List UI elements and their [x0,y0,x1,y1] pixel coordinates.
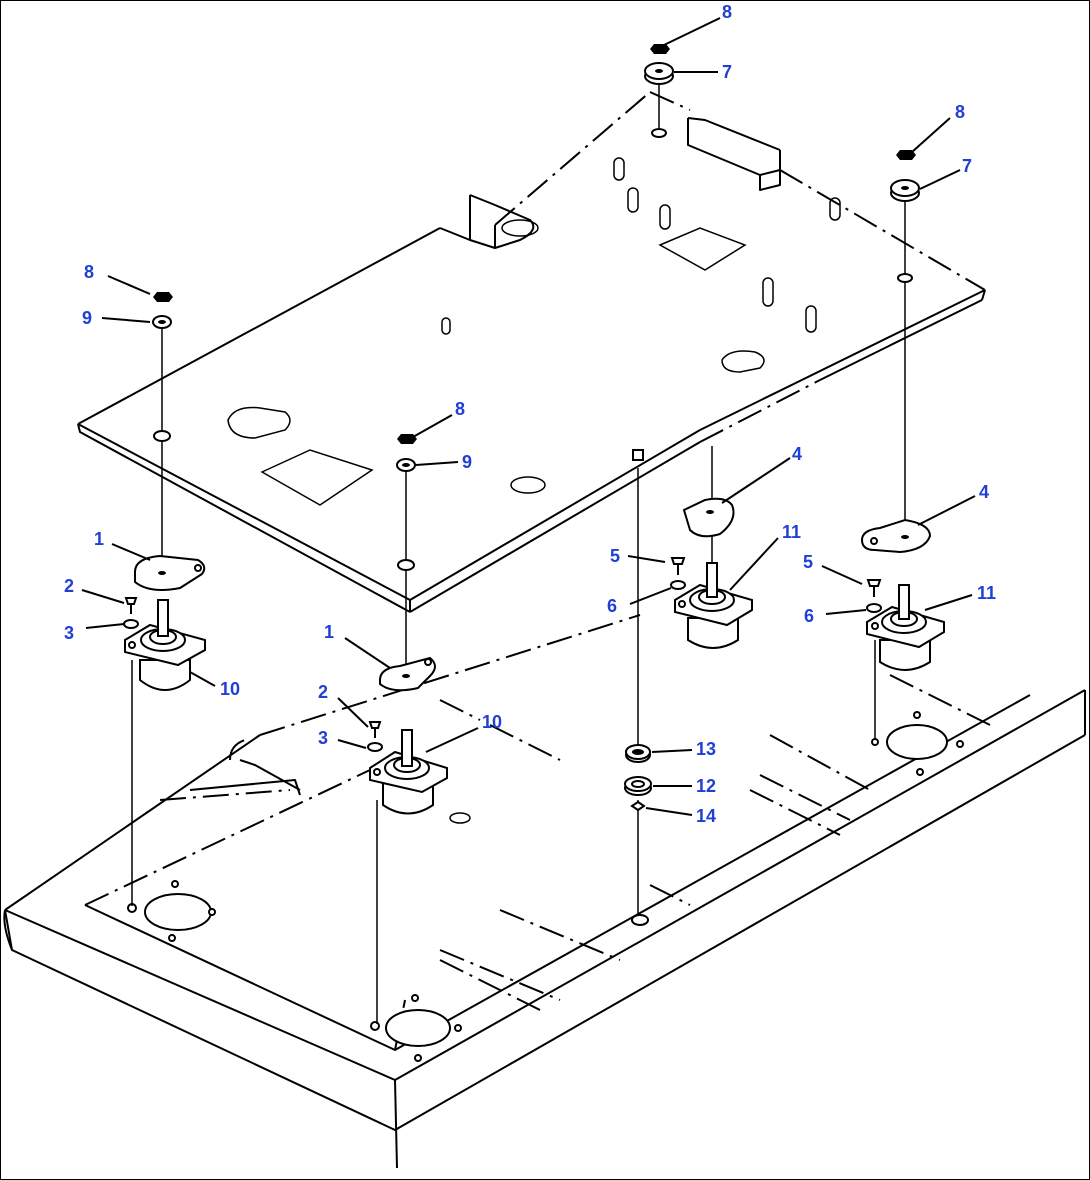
mount-11-right [866,584,945,671]
callout-5: 5 [610,546,620,566]
base-frame [3,614,1086,1169]
callout-2: 2 [64,576,74,596]
callout-10: 10 [482,712,502,732]
callout-14: 14 [696,806,716,826]
mount-10-left [124,599,206,691]
nut-icon [650,44,670,54]
nut-icon [153,292,173,302]
callout-3: 3 [318,728,328,748]
callout-6: 6 [804,606,814,626]
nut-icon [397,434,417,444]
mount-11-center [674,562,753,649]
assembly-center-lines [131,82,906,1024]
callout-1: 1 [324,622,334,642]
callout-7: 7 [722,62,732,82]
callout-8: 8 [722,2,732,22]
floor-plate [77,91,986,613]
callout-6: 6 [607,596,617,616]
callout-8: 8 [84,262,94,282]
callout-9: 9 [462,452,472,472]
nut-icon [896,150,916,160]
callout-1: 1 [94,529,104,549]
callout-4: 4 [792,444,802,464]
callout-7: 7 [962,156,972,176]
callout-4: 4 [979,482,989,502]
callout-3: 3 [64,623,74,643]
callout-2: 2 [318,682,328,702]
callout-10: 10 [220,679,240,699]
callout-5: 5 [803,552,813,572]
callout-8: 8 [955,102,965,122]
leader-lines [81,17,976,816]
hardware [123,44,945,815]
callout-9: 9 [82,308,92,328]
callout-11: 11 [782,522,801,542]
callout-labels: 8 7 8 7 8 9 8 9 4 4 1 2 3 10 5 6 11 5 6 … [64,2,996,826]
callout-11: 11 [977,583,996,603]
callout-13: 13 [696,739,716,759]
callout-12: 12 [696,776,716,796]
callout-8: 8 [455,399,465,419]
mount-10-center [369,729,448,815]
